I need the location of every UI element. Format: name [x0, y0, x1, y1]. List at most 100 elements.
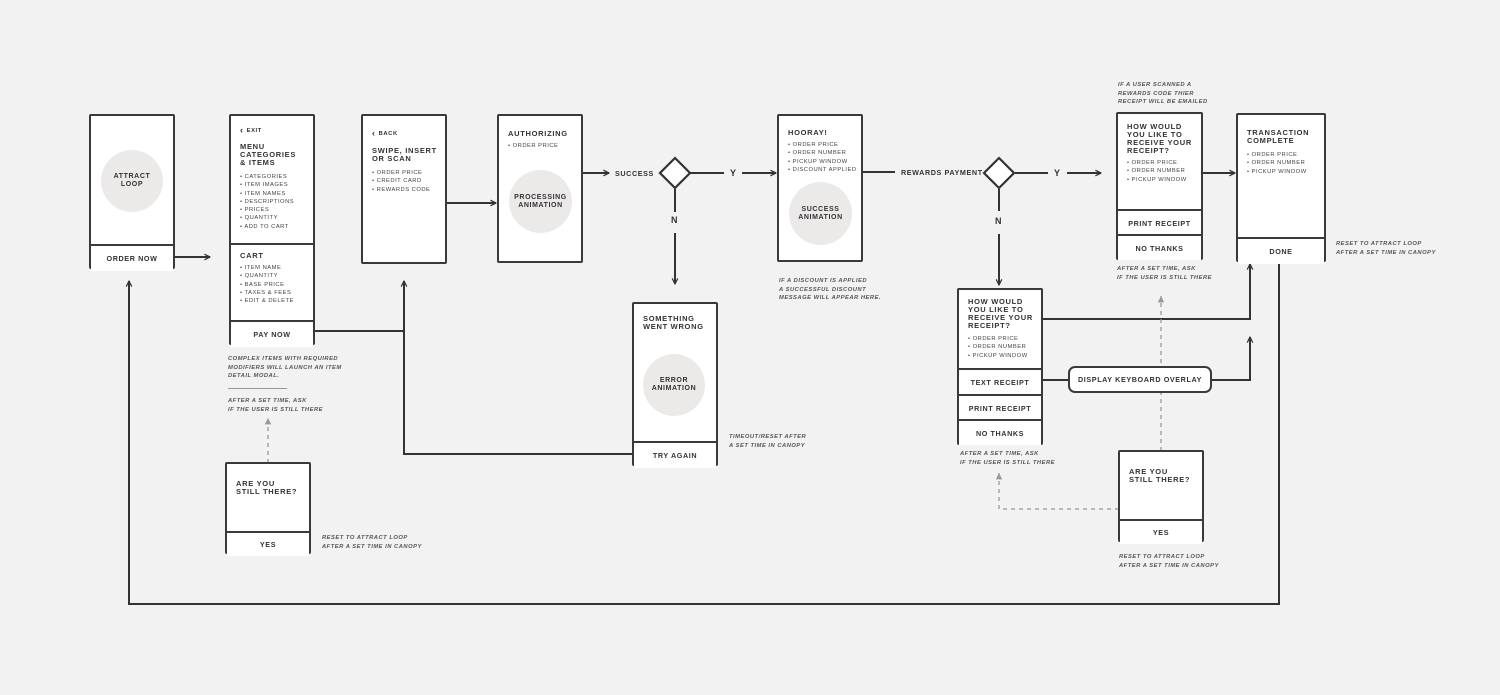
error-animation-circle: ERROR ANIMATION — [643, 354, 705, 416]
attract-loop-screen: ATTRACT LOOP ORDER NOW — [89, 114, 175, 271]
cart-item-list: ITEM NAME QUANTITY BASE PRICE TAXES & FE… — [240, 264, 309, 305]
list-item: ORDER NUMBER — [1127, 167, 1197, 175]
attract-loop-circle: ATTRACT LOOP — [101, 150, 163, 212]
text-receipt-button[interactable]: TEXT RECEIPT — [959, 368, 1041, 394]
list-item: QUANTITY — [240, 214, 309, 222]
no-thanks-button[interactable]: NO THANKS — [959, 419, 1041, 445]
receipt-bottom-item-list: ORDER PRICE ORDER NUMBER PICKUP WINDOW — [968, 335, 1037, 360]
swipe-item-list: ORDER PRICE CREDIT CARD REWARDS CODE — [372, 169, 441, 194]
hooray-title: HOORAY! — [788, 128, 828, 137]
list-item: PICKUP WINDOW — [1127, 176, 1197, 184]
still-there-title: ARE YOU STILL THERE? — [1129, 467, 1191, 484]
print-receipt-button[interactable]: PRINT RECEIPT — [959, 394, 1041, 420]
still-there-modal-left: ARE YOU STILL THERE? YES — [225, 462, 311, 556]
still-there-modal-right: ARE YOU STILL THERE? YES — [1118, 450, 1204, 544]
display-keyboard-overlay: DISPLAY KEYBOARD OVERLAY — [1068, 366, 1212, 393]
list-item: PRICES — [240, 206, 309, 214]
arrow-done-to-attract — [129, 262, 1280, 605]
list-item: ITEM IMAGES — [240, 181, 309, 189]
menu-screen: ‹EXIT MENU CATEGORIES & ITEMS CATEGORIES… — [229, 114, 315, 347]
list-item: ORDER PRICE — [508, 142, 577, 150]
label-y-rewards: Y — [1054, 168, 1061, 178]
list-item: BASE PRICE — [240, 281, 309, 289]
yes-button[interactable]: YES — [227, 531, 309, 556]
done-button[interactable]: DONE — [1238, 237, 1324, 264]
hooray-item-list: ORDER PRICE ORDER NUMBER PICKUP WINDOW D… — [788, 141, 857, 174]
list-item: ORDER PRICE — [1247, 151, 1320, 159]
note-reset-right: RESET TO ATTRACT LOOP AFTER A SET TIME I… — [1119, 554, 1219, 569]
decision-diamond-success — [658, 156, 692, 190]
authorizing-title: AUTHORIZING — [508, 129, 568, 138]
back-label: BACK — [378, 131, 398, 137]
arrow-keyboard-to-complete — [1211, 337, 1250, 381]
processing-animation-circle: PROCESSING ANIMATION — [509, 170, 572, 233]
note-ask-left: AFTER A SET TIME, ASK IF THE USER IS STI… — [228, 398, 324, 413]
error-title: SOMETHING WENT WRONG — [643, 314, 704, 331]
note-rewards-email: IF A USER SCANNED A REWARDS CODE THIER R… — [1118, 82, 1208, 105]
label-success: SUCCESS — [615, 169, 654, 178]
list-item: ORDER PRICE — [788, 141, 857, 149]
yes-button[interactable]: YES — [1120, 519, 1202, 544]
note-discount: IF A DISCOUNT IS APPLIED A SUCCESSFUL DI… — [779, 278, 882, 301]
list-item: PICKUP WINDOW — [1247, 168, 1320, 176]
list-item: ORDER PRICE — [372, 169, 441, 177]
note-complex-items: COMPLEX ITEMS WITH REQUIRED MODIFIERS WI… — [228, 356, 342, 379]
note-ask-top-right: AFTER A SET TIME, ASK IF THE USER IS STI… — [1117, 266, 1213, 281]
arrow-try-again-to-swipe — [403, 331, 633, 455]
list-item: CATEGORIES — [240, 173, 309, 181]
arrow-receipt-bottom-to-complete — [1042, 264, 1250, 320]
arrow-pay-now-to-swipe — [315, 281, 404, 332]
complete-title: TRANSACTION COMPLETE — [1247, 128, 1310, 145]
list-item: ORDER NUMBER — [1247, 159, 1320, 167]
list-item: ADD TO CART — [240, 223, 309, 231]
receipt-top-item-list: ORDER PRICE ORDER NUMBER PICKUP WINDOW — [1127, 159, 1197, 184]
receipt-top-title: HOW WOULD YOU LIKE TO RECEIVE YOUR RECEI… — [1127, 122, 1192, 155]
note-reset-left: RESET TO ATTRACT LOOP AFTER A SET TIME I… — [322, 535, 422, 550]
transaction-complete-screen: TRANSACTION COMPLETE ORDER PRICE ORDER N… — [1236, 113, 1326, 264]
list-item: PICKUP WINDOW — [788, 158, 857, 166]
still-there-title: ARE YOU STILL THERE? — [236, 479, 298, 496]
list-item: ORDER NUMBER — [788, 149, 857, 157]
label-n-rewards: N — [995, 216, 1002, 226]
label-n-success: N — [671, 215, 678, 225]
hooray-screen: HOORAY! ORDER PRICE ORDER NUMBER PICKUP … — [777, 114, 863, 262]
authorizing-screen: AUTHORIZING ORDER PRICE PROCESSING ANIMA… — [497, 114, 583, 263]
list-item: DISCOUNT APPLIED — [788, 166, 857, 174]
list-item: REWARDS CODE — [372, 186, 441, 194]
list-item: PICKUP WINDOW — [968, 352, 1037, 360]
note-divider — [228, 388, 287, 389]
decision-diamond-rewards — [982, 156, 1016, 190]
pay-now-button[interactable]: PAY NOW — [231, 320, 313, 347]
authorizing-item-list: ORDER PRICE — [508, 142, 577, 150]
swipe-insert-scan-screen: ‹BACK SWIPE, INSERT OR SCAN ORDER PRICE … — [361, 114, 447, 264]
note-reset-done: RESET TO ATTRACT LOOP AFTER A SET TIME I… — [1336, 241, 1436, 256]
list-item: CREDIT CARD — [372, 177, 441, 185]
error-screen: SOMETHING WENT WRONG ERROR ANIMATION TRY… — [632, 302, 718, 468]
complete-item-list: ORDER PRICE ORDER NUMBER PICKUP WINDOW — [1247, 151, 1320, 176]
exit-label: EXIT — [246, 128, 262, 134]
back-link[interactable]: ‹BACK — [372, 127, 398, 138]
exit-link[interactable]: ‹EXIT — [240, 124, 262, 135]
list-item: EDIT & DELETE — [240, 297, 309, 305]
list-item: ITEM NAME — [240, 264, 309, 272]
no-thanks-button[interactable]: NO THANKS — [1118, 234, 1201, 260]
cart-divider — [231, 243, 313, 245]
list-item: QUANTITY — [240, 272, 309, 280]
menu-item-list: CATEGORIES ITEM IMAGES ITEM NAMES DESCRI… — [240, 173, 309, 231]
try-again-button[interactable]: TRY AGAIN — [634, 441, 716, 468]
receipt-bottom-title: HOW WOULD YOU LIKE TO RECEIVE YOUR RECEI… — [968, 297, 1033, 330]
receipt-choice-screen-bottom: HOW WOULD YOU LIKE TO RECEIVE YOUR RECEI… — [957, 288, 1043, 445]
label-y-success: Y — [730, 168, 737, 178]
list-item: ORDER PRICE — [968, 335, 1037, 343]
dashed-still-there-right-left — [995, 473, 1119, 510]
print-receipt-button[interactable]: PRINT RECEIPT — [1118, 209, 1201, 235]
order-now-button[interactable]: ORDER NOW — [91, 244, 173, 271]
chevron-left-icon: ‹ — [372, 128, 376, 138]
list-item: DESCRIPTIONS — [240, 198, 309, 206]
chevron-left-icon: ‹ — [240, 125, 244, 135]
list-item: ORDER NUMBER — [968, 343, 1037, 351]
list-item: ORDER PRICE — [1127, 159, 1197, 167]
note-ask-bottom: AFTER A SET TIME, ASK IF THE USER IS STI… — [960, 451, 1056, 466]
swipe-title: SWIPE, INSERT OR SCAN — [372, 146, 437, 163]
